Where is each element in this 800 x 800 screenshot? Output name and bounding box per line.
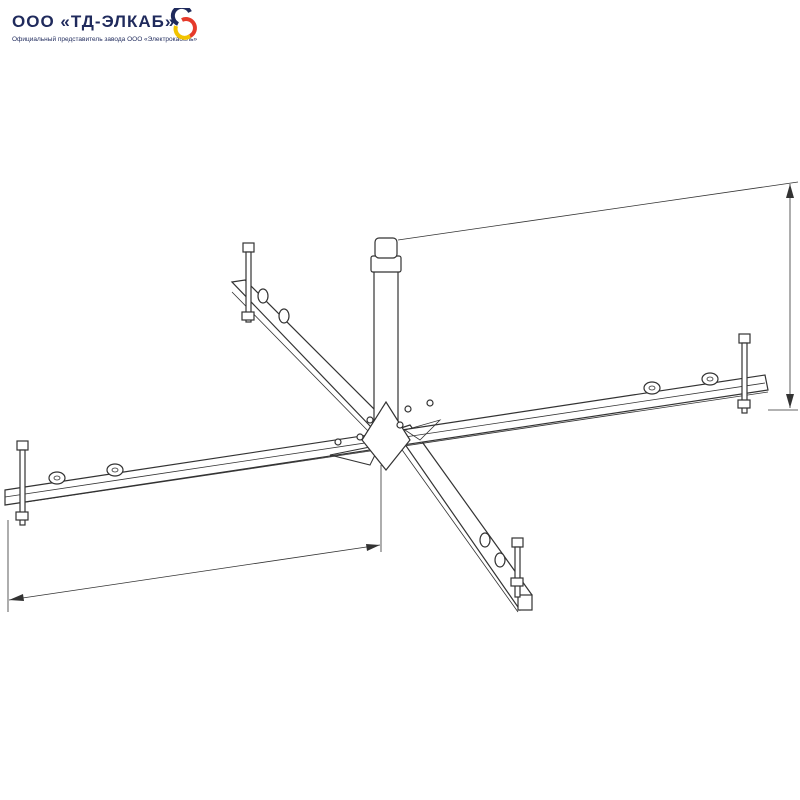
company-logo: ООО «ТД-ЭЛКАБ» Официальный представитель… xyxy=(12,12,197,43)
vertical-post xyxy=(361,237,411,471)
dimension-lines xyxy=(7,181,799,612)
bolts xyxy=(15,242,751,598)
company-name: ООО «ТД-ЭЛКАБ» xyxy=(12,12,176,31)
logo-mark-icon xyxy=(170,8,197,40)
company-tagline: Официальный представитель завода ООО «Эл… xyxy=(12,36,198,43)
washers xyxy=(48,288,719,568)
